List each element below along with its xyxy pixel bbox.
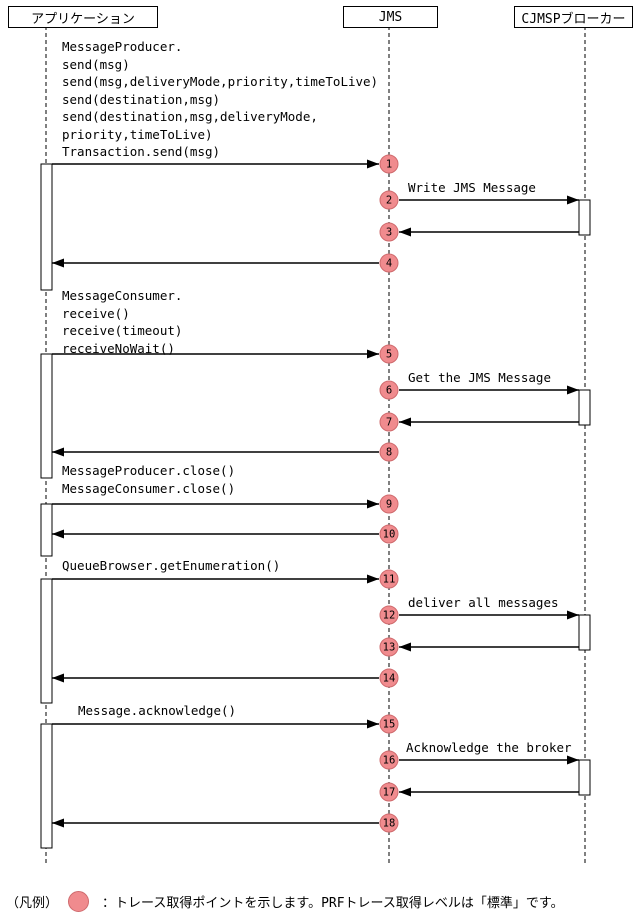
trace-point-number: 12 <box>383 610 396 622</box>
activation-bar-application <box>40 353 53 479</box>
trace-point-number: 13 <box>383 642 396 654</box>
trace-point-12 <box>379 605 399 625</box>
trace-point-number: 8 <box>386 447 392 459</box>
trace-point-14 <box>379 668 399 688</box>
activation-bar-cjmsp-broker <box>578 759 591 796</box>
api-call-label: Message.acknowledge() <box>78 703 237 718</box>
api-call-label: receiveNoWait() <box>62 340 175 356</box>
trace-point-number: 2 <box>386 195 392 207</box>
api-call-label: QueueBrowser.getEnumeration() <box>62 558 281 573</box>
trace-point-4 <box>379 253 399 273</box>
api-call-label: MessageProducer.close() <box>62 463 236 478</box>
api-call-label: send(destination,msg) <box>62 91 221 107</box>
api-call-label: send(msg,deliveryMode,priority,timeToLiv… <box>62 74 379 89</box>
trace-point-9 <box>379 494 399 514</box>
api-call-label: Transaction.send(msg) <box>62 144 221 159</box>
legend: （凡例） ：トレース取得ポイントを示します。PRFトレース取得レベルは「標準」で… <box>6 891 564 912</box>
trace-point-icon <box>68 891 90 912</box>
trace-point-number: 11 <box>383 574 396 586</box>
trace-point-17 <box>379 782 399 802</box>
trace-point-15 <box>379 714 399 734</box>
activation-bar-cjmsp-broker <box>578 389 591 426</box>
api-call-label: send(msg) <box>62 56 130 72</box>
trace-point-number: 10 <box>383 529 396 541</box>
trace-point-number: 3 <box>386 227 392 239</box>
trace-point-3 <box>379 222 399 242</box>
activation-bar-cjmsp-broker <box>578 199 591 236</box>
trace-point-number: 14 <box>383 673 396 685</box>
api-call-label: receive() <box>62 305 130 321</box>
trace-point-2 <box>379 190 399 210</box>
participant-application: アプリケーション <box>8 6 158 28</box>
trace-point-number: 17 <box>383 787 396 799</box>
trace-point-number: 4 <box>386 258 392 270</box>
api-call-label: MessageConsumer.close() <box>62 480 236 496</box>
message-label: Get the JMS Message <box>408 370 551 385</box>
trace-point-number: 18 <box>383 818 396 830</box>
api-call-label: MessageConsumer. <box>62 288 183 303</box>
message-label: deliver all messages <box>408 595 559 610</box>
trace-point-number: 5 <box>386 349 392 361</box>
activation-bar-application <box>40 723 53 849</box>
message-label: Acknowledge the broker <box>406 740 572 755</box>
trace-point-number: 6 <box>386 385 392 397</box>
trace-point-7 <box>379 412 399 432</box>
trace-point-16 <box>379 750 399 770</box>
trace-point-number: 1 <box>386 159 392 171</box>
trace-point-10 <box>379 524 399 544</box>
api-call-label: receive(timeout) <box>62 323 183 338</box>
activation-bar-cjmsp-broker <box>578 614 591 651</box>
trace-point-18 <box>379 813 399 833</box>
activation-bar-application <box>40 163 53 291</box>
api-call-label: priority,timeToLive) <box>62 126 213 142</box>
message-label: Write JMS Message <box>408 180 536 195</box>
legend-description: ：トレース取得ポイントを示します。PRFトレース取得レベルは「標準」です。 <box>102 896 564 911</box>
trace-point-number: 15 <box>383 719 396 731</box>
trace-point-number: 9 <box>386 499 392 511</box>
trace-point-13 <box>379 637 399 657</box>
api-call-label: MessageProducer. <box>62 39 183 54</box>
trace-point-5 <box>379 344 399 364</box>
trace-point-11 <box>379 569 399 589</box>
api-call-label: send(destination,msg,deliveryMode, <box>62 109 318 124</box>
trace-point-number: 16 <box>383 755 396 767</box>
activation-bar-application <box>40 578 53 704</box>
trace-point-8 <box>379 442 399 462</box>
legend-label: （凡例） <box>6 896 59 911</box>
trace-point-1 <box>379 154 399 174</box>
activation-bar-application <box>40 503 53 557</box>
participant-cjmsp-broker: CJMSPブローカー <box>514 6 633 28</box>
trace-point-number: 7 <box>386 417 392 429</box>
participant-jms: JMS <box>343 6 438 28</box>
trace-point-6 <box>379 380 399 400</box>
